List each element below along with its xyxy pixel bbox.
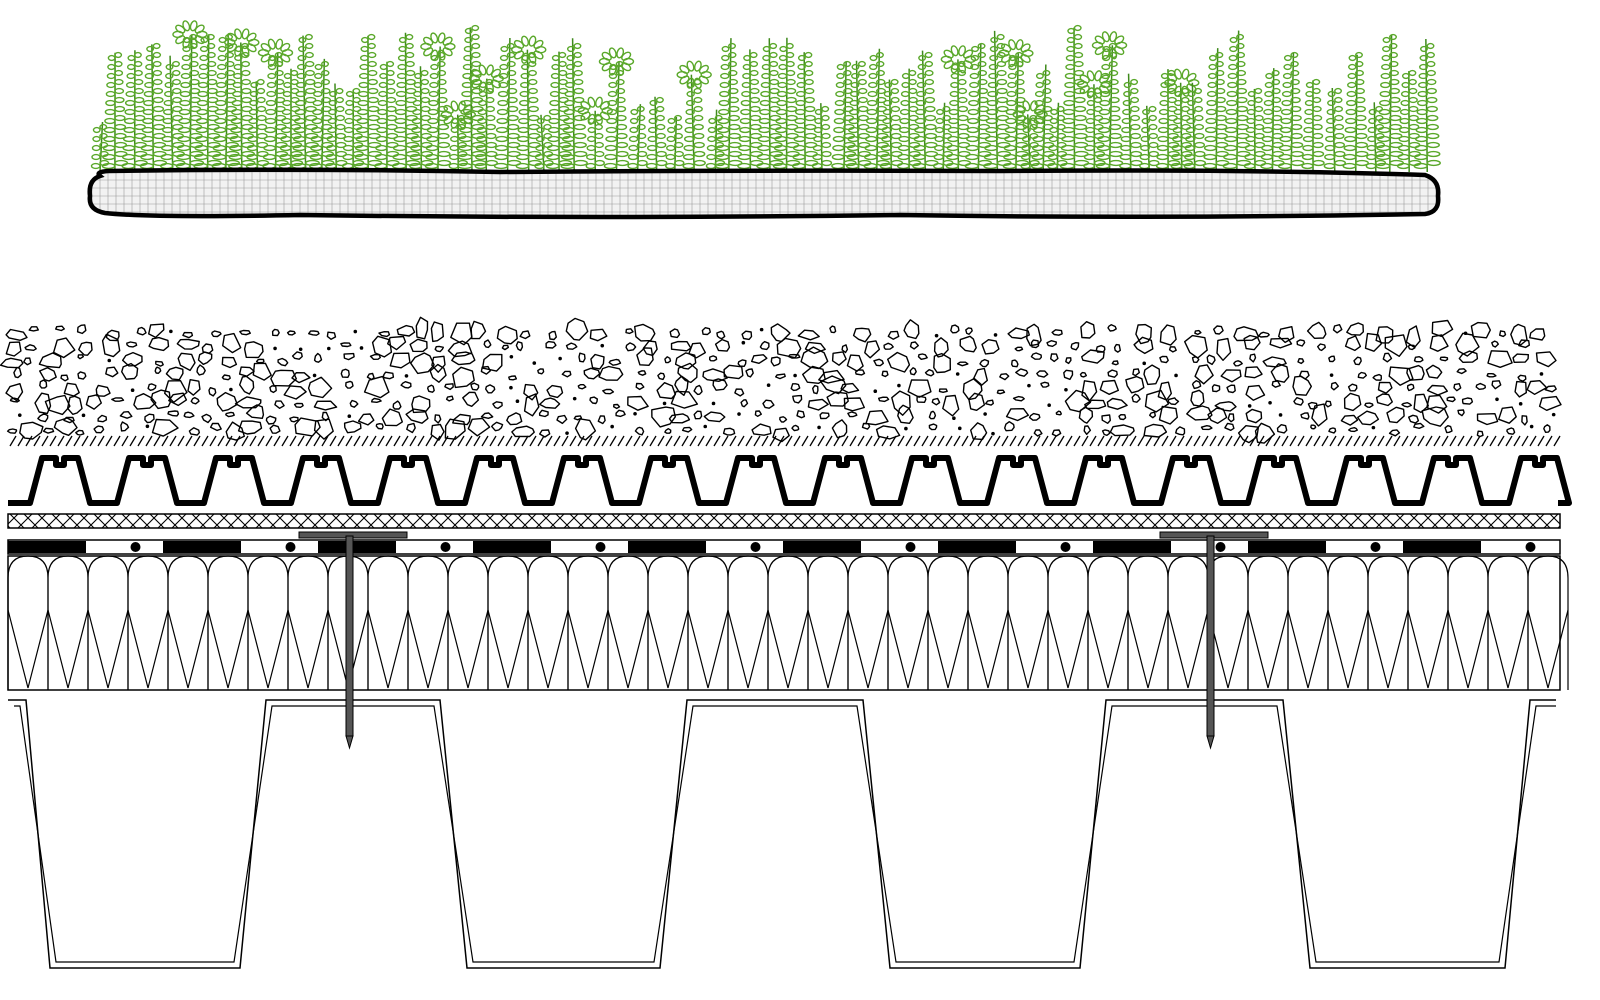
sedum-stem: [1202, 48, 1230, 173]
sedum-stem: [224, 28, 260, 173]
sedum-stem: [468, 64, 504, 173]
sedum-stem: [940, 45, 977, 173]
sedum-stem: [1030, 64, 1056, 173]
sedum-stem: [391, 32, 421, 173]
sedum-stem: [211, 33, 240, 173]
sedum-stem: [1260, 68, 1285, 173]
sedum-stem: [1396, 69, 1422, 173]
trapezoidal-steel-deck: [8, 699, 1556, 969]
mechanical-fasteners: [298, 531, 1269, 750]
sedum-stem: [1413, 38, 1441, 173]
sedum-stem: [1375, 33, 1404, 173]
sedum-stem: [627, 104, 648, 173]
plant-icon: [90, 20, 1441, 173]
sedum-stem: [560, 38, 588, 173]
protection-mat-layer: [7, 513, 1561, 529]
deck-inner-profile: [14, 705, 1556, 963]
sedum-stem: [879, 78, 904, 173]
sedum-stem: [791, 51, 819, 173]
thermal-insulation-layer: [7, 555, 1569, 691]
sedum-stem: [1301, 78, 1325, 173]
sedum-stem: [1139, 105, 1160, 173]
sedum-stem: [912, 50, 939, 173]
sedum-stem: [645, 96, 668, 173]
drainage-board-layer: [8, 455, 1572, 506]
sedum-stem: [457, 24, 487, 173]
filter-fleece-layer: [9, 435, 1561, 447]
sedum-stem: [1047, 102, 1068, 173]
sedum-stem: [831, 60, 857, 173]
sedum-stem: [1183, 82, 1207, 173]
sedum-stem: [964, 42, 993, 173]
sedum-stem: [493, 37, 522, 173]
sedum-stem: [1243, 87, 1267, 173]
sedum-stem: [1323, 87, 1347, 173]
sedum-stem: [598, 47, 635, 173]
vegetation-mat-substrate: [87, 167, 1441, 220]
sedum-stem: [665, 114, 685, 173]
sedum-stem: [545, 51, 573, 173]
sedum-stem: [846, 60, 872, 173]
sedum-stem: [1222, 30, 1252, 173]
waterproofing-membrane-layer: [7, 539, 1561, 555]
sedum-stem: [257, 38, 294, 173]
sedum-stem: [420, 32, 456, 173]
sedum-stem: [676, 60, 712, 173]
sedum-stem: [1164, 68, 1200, 173]
deck-outer-profile: [8, 699, 1556, 969]
sedum-stem: [1342, 51, 1369, 173]
sedum-stem: [1059, 24, 1090, 173]
sedum-stem: [325, 83, 348, 173]
fastener: [1159, 531, 1269, 750]
sedum-stem: [998, 39, 1034, 173]
fastener: [298, 531, 408, 750]
sedum-stem: [101, 51, 129, 173]
gravel-substrate-layer: [0, 316, 1562, 444]
sedum-stem: [756, 38, 784, 173]
sedum-stem: [90, 121, 110, 173]
sedum-stem: [139, 42, 168, 173]
sedum-vegetation-mat: [87, 20, 1441, 220]
sedum-stem: [715, 38, 743, 173]
sedum-stem: [534, 114, 554, 173]
sedum-stem: [1277, 51, 1305, 173]
sedum-stem: [1119, 73, 1143, 173]
sedum-stem: [511, 35, 547, 173]
sedum-stem: [811, 103, 833, 173]
sedum-stem: [1091, 31, 1128, 173]
sedum-stem: [577, 96, 613, 173]
sedum-stem: [121, 50, 148, 173]
